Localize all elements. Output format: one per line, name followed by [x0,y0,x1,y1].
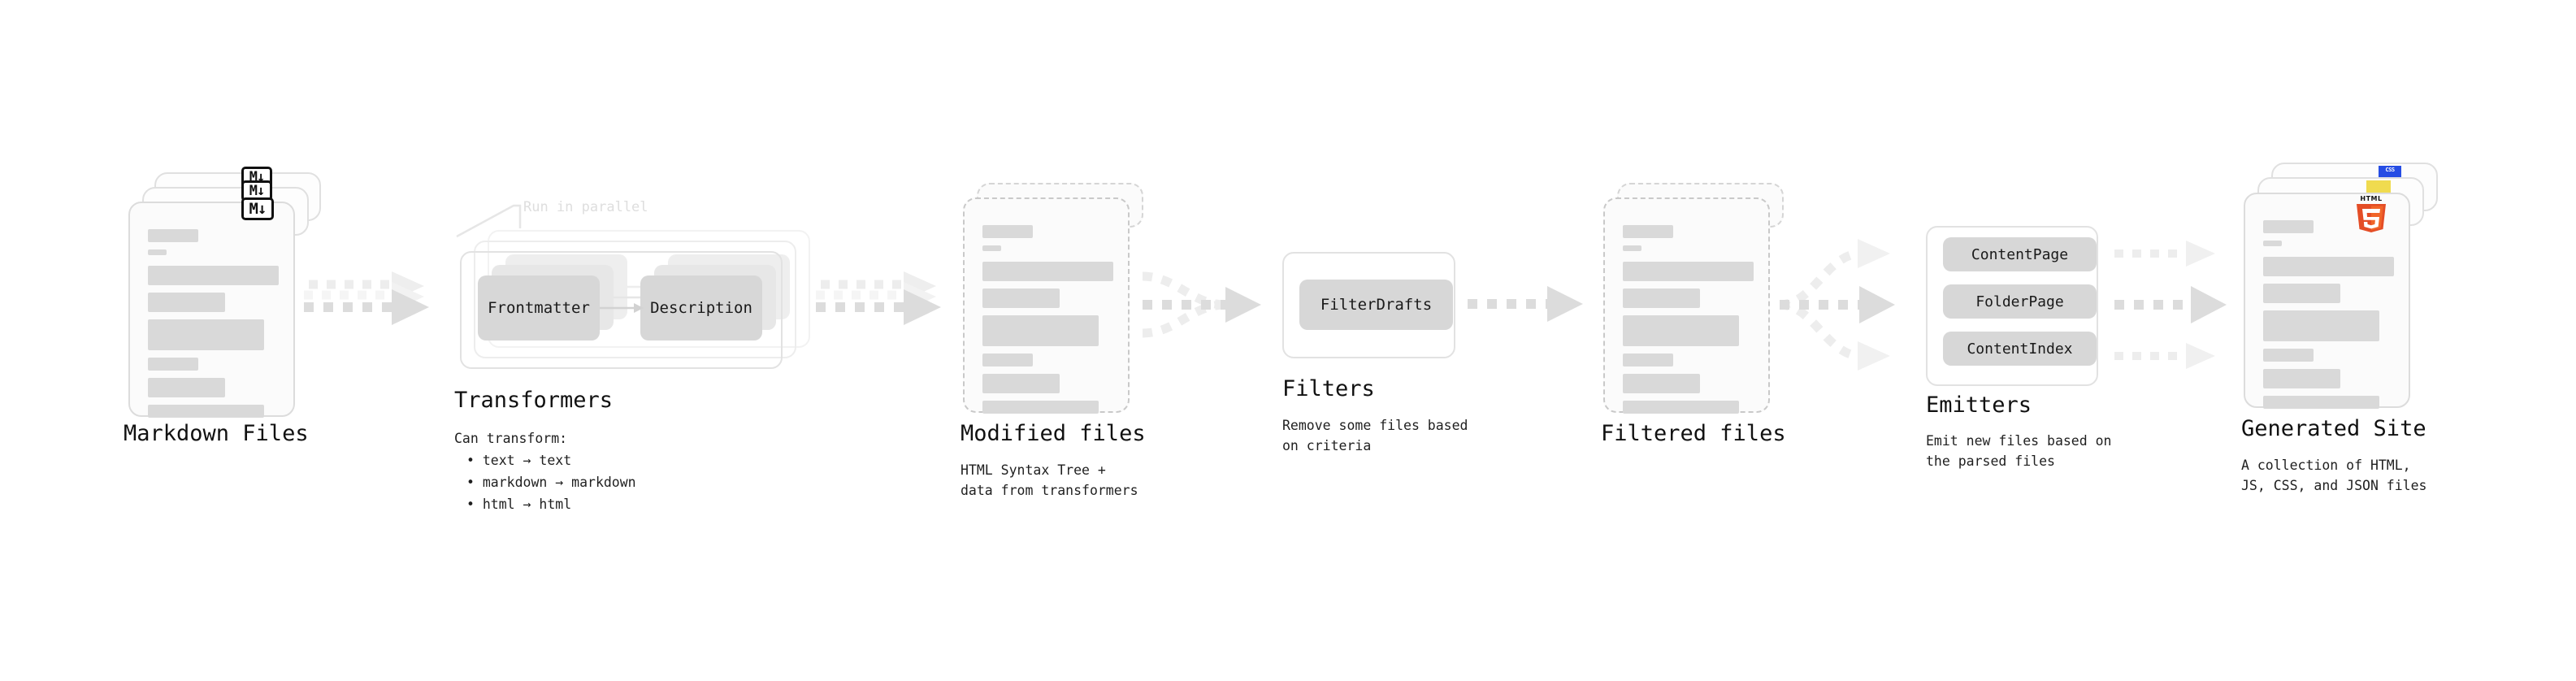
stage-title-markdown: Markdown Files [124,421,309,446]
filters-subtitle-0: Remove some files based [1282,418,1468,433]
svg-text:HTML: HTML [2360,195,2382,202]
generated-subtitle-0: A collection of HTML, [2241,458,2411,473]
transformers-subtitle-head: Can transform: [454,431,568,446]
card-content-lines [148,229,279,425]
card-content-lines [982,225,1113,421]
modified-subtitle-1: data from transformers [961,483,1138,498]
stage-title-filtered: Filtered files [1601,421,1786,446]
transform-rule-0: • text → text [466,453,572,468]
arrow-transformers-to-modified [816,271,941,325]
transformer-group-back-1 [474,241,796,358]
modified-subtitle-0: HTML Syntax Tree + [961,462,1106,478]
html5-icon: HTML [2357,195,2386,232]
run-in-parallel-bracket [456,204,522,238]
css-icon: CSS [2379,166,2401,176]
annotation-run-in-parallel: Run in parallel [523,199,648,215]
stage-title-transformers: Transformers [454,388,614,413]
filter-node-filterdrafts: FilterDrafts [1299,280,1453,330]
filtered-card-front [1603,197,1770,414]
arrow-markdown-to-transformers [304,271,429,325]
markdown-icon: M↓ [241,197,274,220]
generated-subtitle-1: JS, CSS, and JSON files [2241,478,2427,493]
card-content-lines [2263,220,2394,416]
arrow-filters-to-filtered [1468,286,1583,322]
emitter-node-contentpage: ContentPage [1943,237,2097,271]
arrow-filtered-to-emitters [1779,239,1895,371]
filters-group [1282,252,1455,358]
emitter-node-contentindex: ContentIndex [1943,332,2097,366]
emitters-subtitle-0: Emit new files based on [1926,433,2112,449]
stage-title-modified: Modified files [961,421,1146,446]
transform-rule-1: • markdown → markdown [466,475,636,490]
markdown-card-front [128,202,295,418]
stage-title-filters: Filters [1282,376,1375,401]
transformer-node-description: Description [640,275,762,340]
emitter-node-folderpage: FolderPage [1943,284,2097,319]
filters-subtitle-1: on criteria [1282,438,1372,453]
modified-card-front [963,197,1130,414]
arrow-modified-to-filters [1142,271,1261,338]
emitters-subtitle-1: the parsed files [1926,453,2055,469]
stage-title-generated: Generated Site [2241,416,2426,441]
emitters-group [1926,226,2098,386]
transformer-node-frontmatter: Frontmatter [478,275,600,340]
arrow-emitters-to-generated [2114,241,2227,369]
stage-title-emitters: Emitters [1926,393,2032,418]
transformer-group-front [460,251,783,369]
transformer-inner-arrow-front [600,303,644,313]
card-content-lines [1623,225,1754,421]
transform-rule-2: • html → html [466,497,572,512]
